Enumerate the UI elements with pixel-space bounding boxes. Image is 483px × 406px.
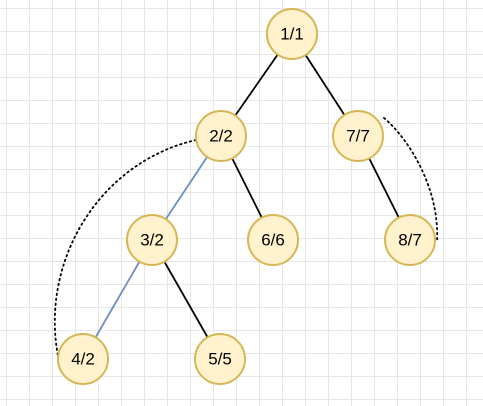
nodes-layer: 1/1 2/2 7/7 3/2 6/6 8/7 — [57, 8, 436, 385]
node-4-2[interactable]: 4/2 — [57, 333, 109, 385]
node-7-7[interactable]: 7/7 — [332, 110, 384, 162]
edge-1-1-to-7-7 — [304, 54, 346, 116]
edge-1-1-to-2-2 — [234, 54, 279, 116]
edge-3-2-to-4-2 — [94, 261, 141, 338]
node-label: 5/5 — [208, 350, 232, 369]
node-1-1[interactable]: 1/1 — [266, 8, 318, 60]
node-label: 3/2 — [140, 231, 164, 250]
edge-7-7-to-8-7 — [368, 157, 400, 219]
node-2-2[interactable]: 2/2 — [195, 110, 247, 162]
node-label: 8/7 — [398, 231, 422, 250]
node-5-5[interactable]: 5/5 — [194, 333, 246, 385]
node-8-7[interactable]: 8/7 — [384, 214, 436, 266]
node-label: 2/2 — [209, 127, 233, 146]
node-label: 6/6 — [261, 231, 285, 250]
node-label: 1/1 — [280, 25, 304, 44]
node-6-6[interactable]: 6/6 — [247, 214, 299, 266]
node-label: 4/2 — [71, 350, 95, 369]
node-label: 7/7 — [346, 127, 370, 146]
node-3-2[interactable]: 3/2 — [126, 214, 178, 266]
edge-2-2-to-3-2 — [165, 156, 208, 220]
dotted-edge-2-2-to-4-2 — [53, 139, 197, 357]
edge-3-2-to-5-5 — [163, 261, 209, 338]
edges-layer — [53, 54, 439, 357]
edge-2-2-to-6-6 — [231, 157, 263, 219]
dotted-edge-7-7-to-8-7 — [383, 117, 439, 243]
